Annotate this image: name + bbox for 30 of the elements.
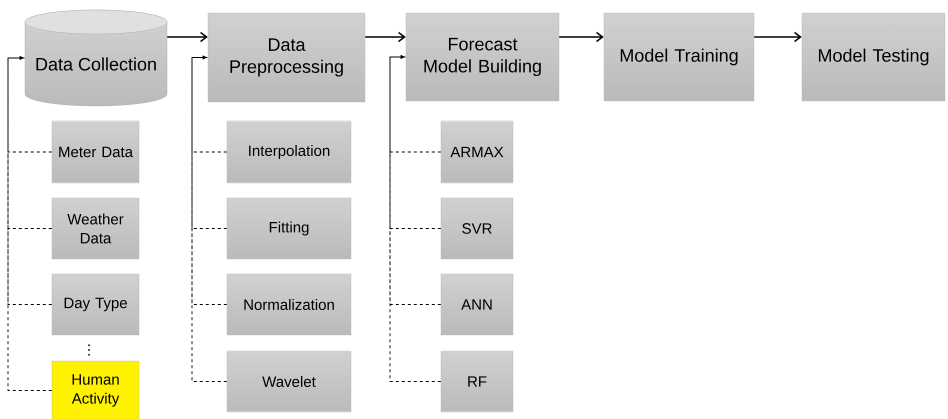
process-box: Model Testing — [802, 12, 946, 102]
input-box: Wavelet — [226, 350, 352, 412]
arrow — [167, 32, 208, 42]
arrow — [559, 32, 604, 42]
input-box: Weather Data — [52, 198, 140, 260]
input-box: RF — [440, 350, 514, 412]
process-box: Forecast Model Building — [406, 12, 560, 102]
arrow — [192, 56, 228, 305]
arrow — [390, 55, 442, 229]
input-box: Day Type — [52, 274, 140, 336]
input-box: Interpolation — [226, 120, 352, 184]
arrow — [8, 56, 52, 305]
ellipsis-mark: ⋮ — [88, 344, 90, 356]
arrow — [365, 32, 406, 42]
input-box: ANN — [440, 274, 514, 336]
input-box: Human Activity — [52, 360, 140, 419]
input-box: Fitting — [226, 198, 352, 260]
arrow — [390, 55, 442, 305]
input-box: SVR — [440, 198, 514, 260]
process-box: Model Training — [604, 12, 754, 102]
arrow — [192, 56, 228, 229]
database-cylinder: Data Collection — [24, 10, 168, 106]
input-box: ARMAX — [440, 120, 514, 184]
input-box: Normalization — [226, 274, 352, 336]
arrow — [8, 56, 52, 391]
input-box: Meter Data — [52, 120, 140, 184]
arrow — [754, 32, 802, 42]
arrow — [390, 55, 442, 382]
process-box: Data Preprocessing — [208, 12, 366, 102]
arrow — [192, 56, 228, 382]
